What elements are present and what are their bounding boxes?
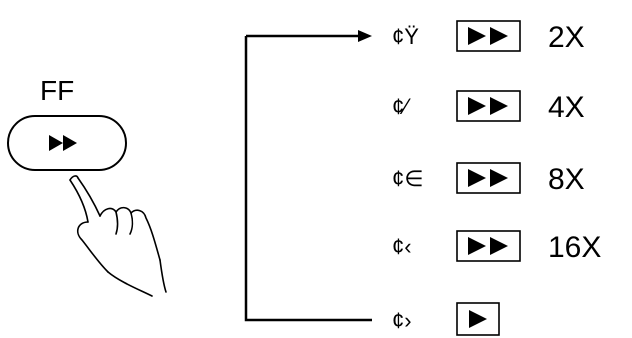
fast-forward-icon [456,162,521,194]
speed-label: 16X [548,231,601,264]
speed-prefix: ¢› [392,308,412,333]
cycle-bracket [244,34,372,322]
speed-label: 2X [548,21,585,54]
speed-row-8x: ¢∈ 8X [392,162,585,196]
ff-label: FF [40,75,74,106]
fast-forward-icon [456,20,521,52]
speed-row-4x: ¢⁄ 4X [392,90,585,124]
fast-forward-icon [456,90,521,122]
fast-forward-icon [49,135,77,151]
speed-label: 4X [548,91,585,124]
speed-row-16x: ¢‹ 16X [392,230,601,264]
speed-prefix: ¢⁄ [392,94,411,119]
speed-row-play: ¢› [392,302,500,336]
pointing-hand-icon [69,175,167,297]
fast-forward-icon [456,230,521,262]
speed-prefix: ¢‹ [392,234,412,259]
play-icon [456,302,500,336]
speed-label: 8X [548,163,585,196]
speed-row-2x: ¢Ÿ 2X [392,20,585,54]
ff-button[interactable] [7,115,127,171]
speed-prefix: ¢∈ [392,166,423,191]
arrow-head [358,30,372,42]
speed-prefix: ¢Ÿ [392,24,419,49]
